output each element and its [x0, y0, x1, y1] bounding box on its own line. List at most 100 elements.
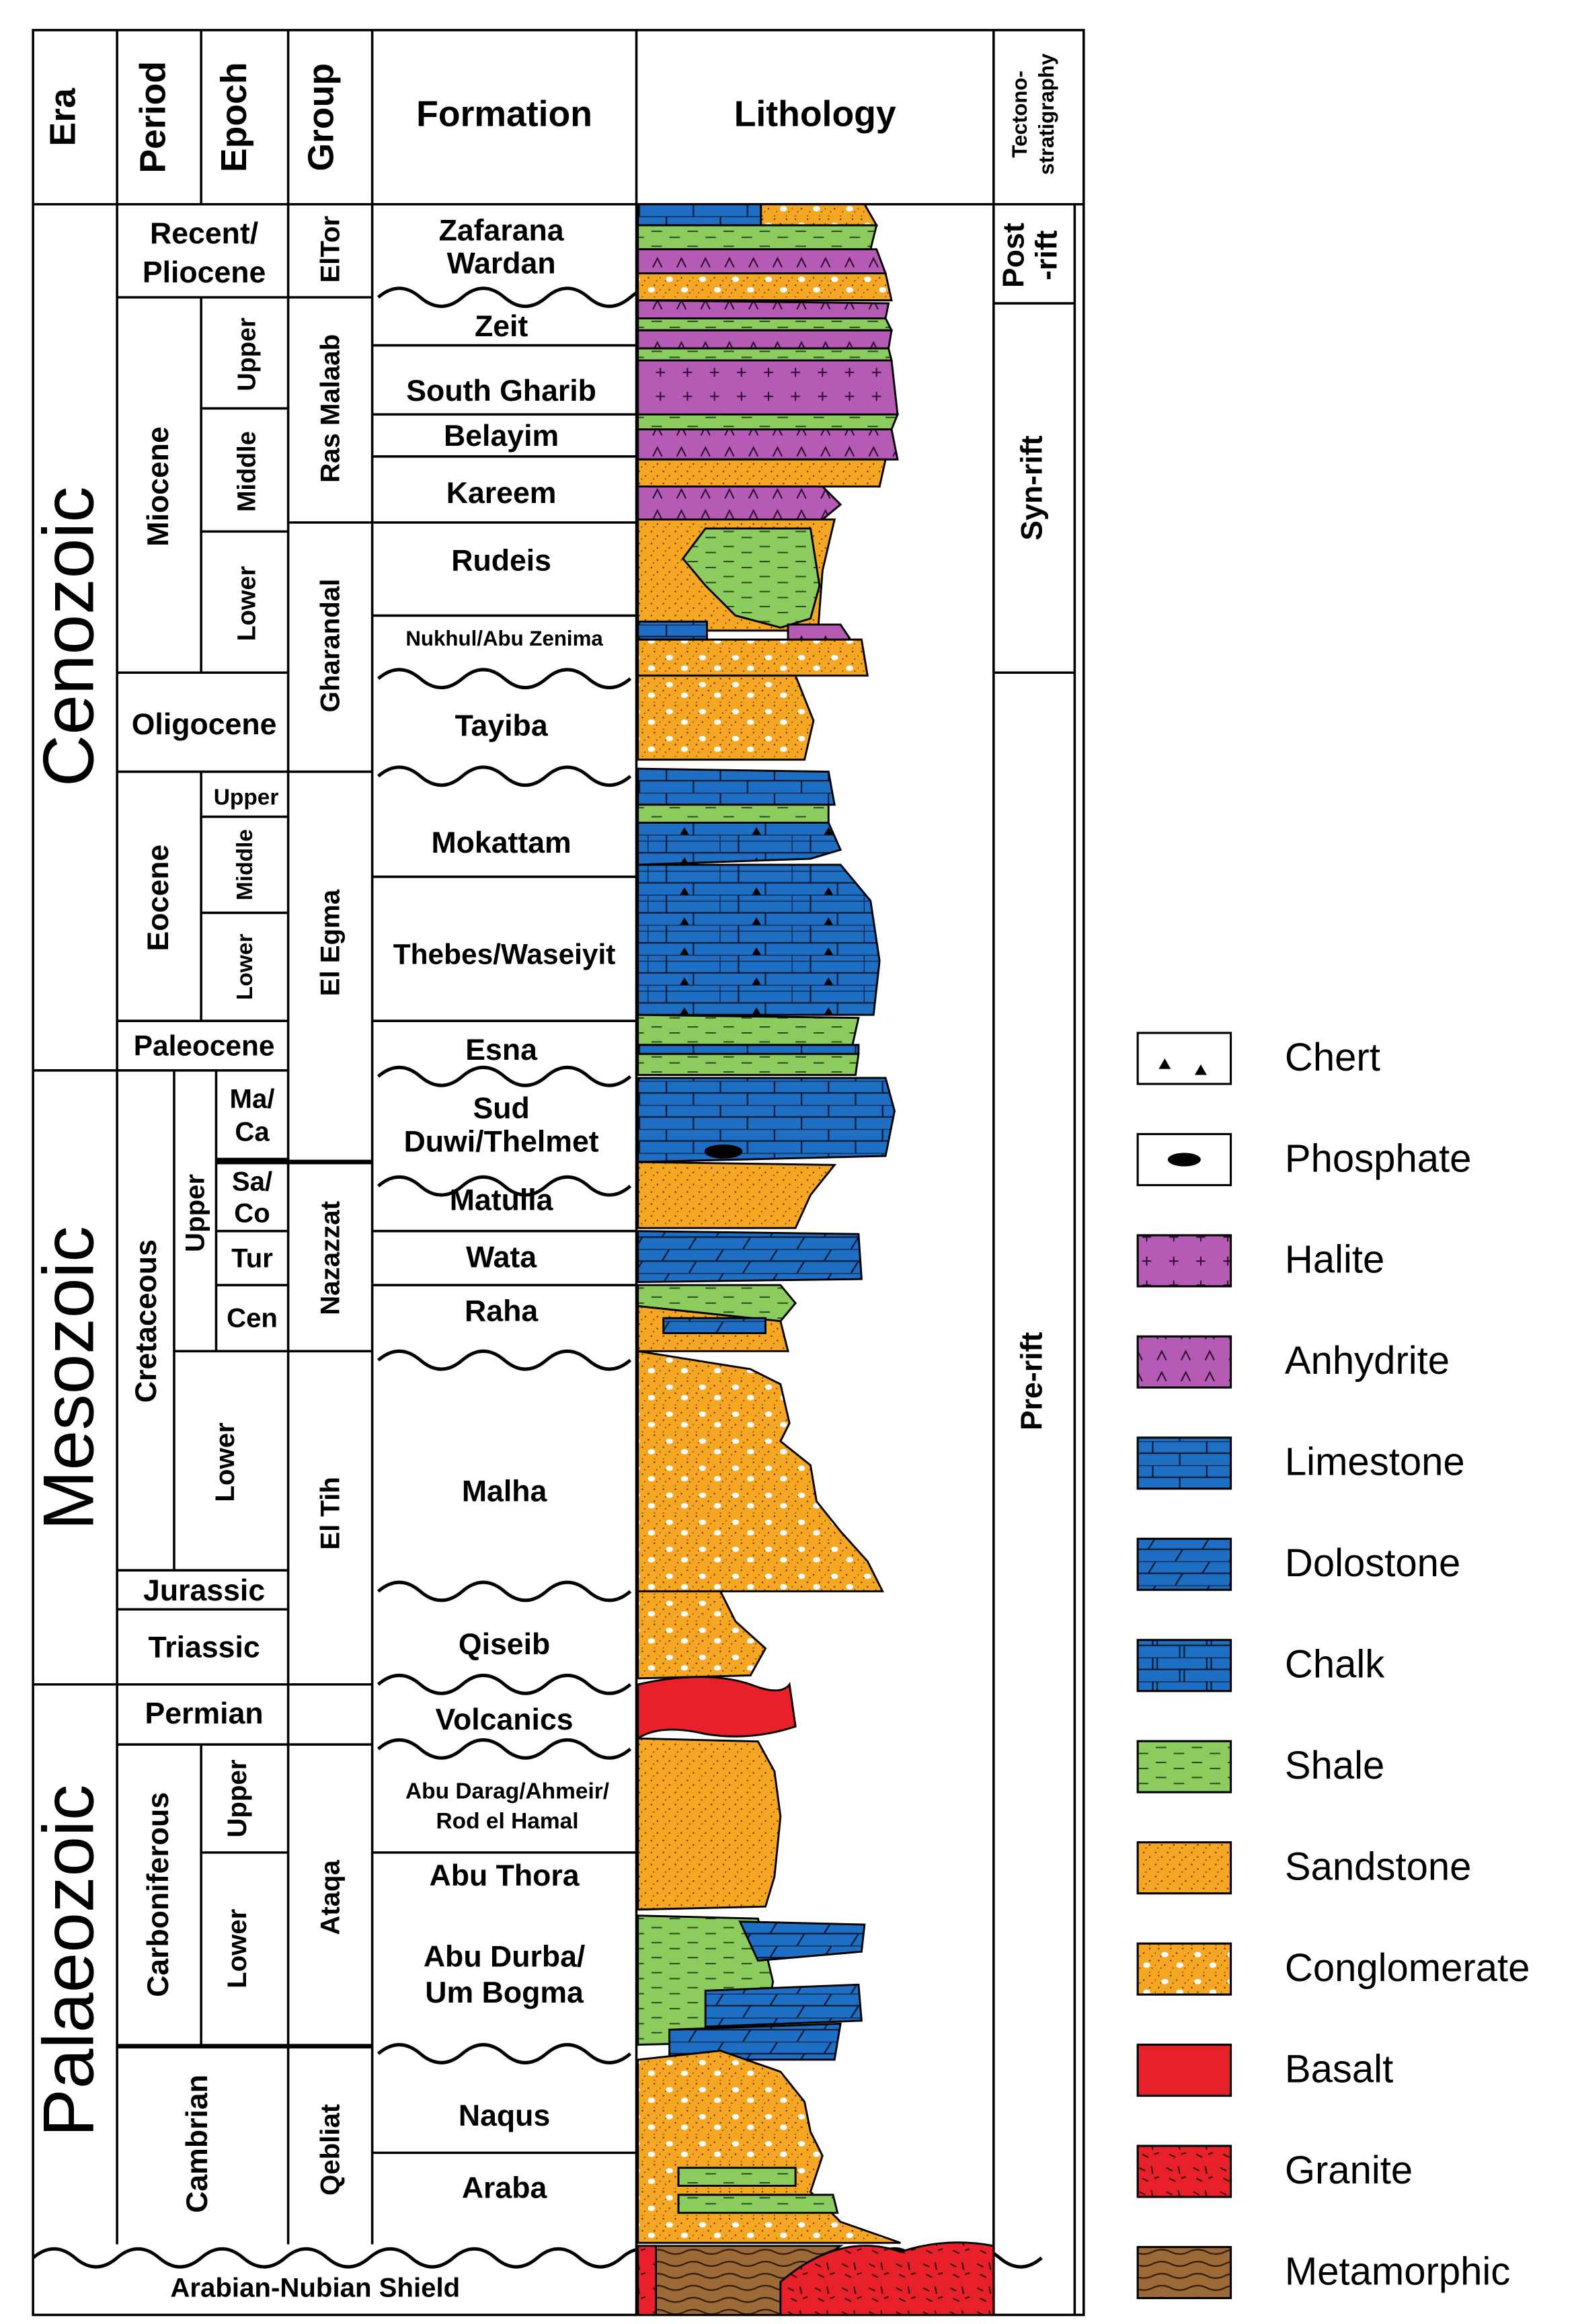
- epoch-carb-upper: Upper: [222, 1759, 252, 1837]
- era-mesozoic: Mesozoic: [28, 1226, 108, 1531]
- legend-item: Sandstone: [1136, 1841, 1472, 1895]
- formation-esna: Esna: [465, 1034, 538, 1067]
- header-period: Period: [134, 61, 173, 173]
- legend-label-granite: Granite: [1285, 2148, 1413, 2192]
- formation-zafarana: Zafarana: [439, 214, 565, 247]
- header-group: Group: [302, 63, 342, 171]
- litho-mokattam-shale: [637, 804, 830, 824]
- header-row: Era Period Epoch Group Formation Litholo…: [44, 53, 1059, 175]
- era-lines: [33, 1069, 118, 1686]
- legend-swatch-halite: [1136, 1234, 1232, 1288]
- formation-lines: [372, 344, 637, 2155]
- litho-belayim-shale: [637, 413, 900, 431]
- formation-south-gharib: South Gharib: [406, 375, 596, 408]
- litho-zeit-shale: [637, 317, 894, 332]
- epoch-eocene-middle: Middle: [233, 829, 258, 900]
- legend-item: Limestone: [1136, 1436, 1465, 1490]
- period-triassic: Triassic: [148, 1631, 260, 1664]
- epoch-eocene-lower: Lower: [233, 934, 258, 1001]
- group-gharandal: Gharandal: [315, 579, 346, 713]
- formation-volcanics: Volcanics: [436, 1703, 574, 1736]
- litho-abudarag-sand: [637, 1737, 782, 1911]
- tectono-labels: Post -rift Syn-rift Pre-rift: [997, 223, 1063, 1430]
- formation-naqus: Naqus: [459, 2099, 550, 2132]
- epoch-cen: Cen: [227, 1303, 278, 1333]
- formation-abu-darag-2: Rod el Hamal: [436, 1809, 579, 1834]
- formation-wata: Wata: [466, 1241, 537, 1274]
- formation-nukhul: Nukhul/Abu Zenima: [405, 627, 603, 650]
- period-carboniferous: Carboniferous: [142, 1792, 175, 1997]
- formation-shield: Arabian-Nubian Shield: [170, 2273, 460, 2303]
- epoch-eocene-upper: Upper: [214, 785, 279, 810]
- group-nazazzat: Nazazzat: [315, 1201, 346, 1315]
- legend-label-anhydrite: Anhydrite: [1285, 1339, 1450, 1383]
- formation-kareem: Kareem: [446, 477, 557, 510]
- formation-qiseib: Qiseib: [459, 1628, 550, 1661]
- litho-nukhul-limestone: [637, 620, 708, 641]
- legend-swatch-sandstone: [1136, 1841, 1232, 1895]
- epoch-carb-lower: Lower: [222, 1908, 252, 1988]
- formation-wardan: Wardan: [447, 247, 556, 280]
- legend-swatch-anhydrite: [1136, 1335, 1232, 1389]
- legend-label-metamorphic: Metamorphic: [1285, 2249, 1510, 2293]
- formation-rudeis: Rudeis: [451, 544, 551, 577]
- header-formation: Formation: [416, 95, 592, 134]
- legend-label-basalt: Basalt: [1285, 2047, 1393, 2091]
- legend-swatch-granite: [1136, 2144, 1232, 2198]
- litho-nukhul-cong: [637, 638, 869, 677]
- group-eltih: El Tih: [315, 1477, 346, 1550]
- legend-swatch-shale: [1136, 1740, 1232, 1793]
- tectono-post-2: -rift: [1031, 230, 1064, 280]
- legend-label-halite: Halite: [1285, 1238, 1384, 1282]
- legend-swatch-limestone: [1136, 1436, 1232, 1490]
- legend-item: Basalt: [1136, 2044, 1393, 2097]
- formation-araba: Araba: [462, 2171, 548, 2204]
- formation-malha: Malha: [462, 1475, 548, 1508]
- litho-tayiba-sand: [637, 674, 815, 761]
- header-epoch: Epoch: [214, 62, 254, 172]
- formation-zeit: Zeit: [475, 310, 528, 343]
- period-pliocene: Pliocene: [143, 256, 266, 289]
- legend-item: Granite: [1136, 2144, 1413, 2198]
- tectono-syn: Syn-rift: [1015, 435, 1048, 540]
- legend-swatch-conglomerate: [1136, 1942, 1232, 1996]
- legend-item: Anhydrite: [1136, 1335, 1450, 1389]
- chert-symbol: [1194, 1064, 1207, 1075]
- legend-item: Chalk: [1136, 1639, 1385, 1693]
- litho-zeit-shale2: [637, 347, 893, 362]
- header-era: Era: [44, 87, 83, 147]
- group-qebliat: Qebliat: [315, 2104, 346, 2196]
- epoch-miocene-middle: Middle: [233, 431, 262, 512]
- formation-tayiba: Tayiba: [455, 709, 549, 742]
- legend: ChertPhosphateHaliteAnhydriteLimestoneDo…: [1136, 1032, 1530, 2300]
- litho-matulla-sand: [637, 1161, 837, 1229]
- legend-item: Dolostone: [1136, 1537, 1460, 1591]
- legend-label-phosphate: Phosphate: [1285, 1136, 1472, 1180]
- litho-phosphate-nodule: [704, 1144, 743, 1159]
- litho-belayim-anhydrite: [637, 428, 899, 461]
- period-labels: Recent/ Pliocene Miocene Oligocene Eocen…: [130, 217, 276, 2213]
- epoch-saco-2: Co: [234, 1198, 270, 1228]
- litho-wardan-anhydrite: [637, 248, 888, 274]
- period-epoch-lines: [117, 296, 372, 2049]
- period-permian: Permian: [145, 1697, 264, 1730]
- phosphate-symbol: [1167, 1153, 1201, 1167]
- formation-belayim: Belayim: [444, 420, 559, 453]
- litho-southgharib-halite: [637, 359, 899, 416]
- formation-abu-durba-1: Abu Durba/: [424, 1941, 585, 1974]
- legend-label-sandstone: Sandstone: [1285, 1845, 1472, 1889]
- period-eocene: Eocene: [142, 845, 175, 952]
- legend-label-conglomerate: Conglomerate: [1285, 1946, 1530, 1990]
- group-rasmalaab: Ras Malaab: [315, 334, 346, 483]
- litho-araba-shale2: [677, 2194, 839, 2214]
- epoch-miocene-upper: Upper: [233, 317, 262, 391]
- period-cretaceous: Cretaceous: [130, 1239, 163, 1403]
- period-jurassic: Jurassic: [143, 1574, 265, 1607]
- epoch-maca-2: Ca: [235, 1117, 270, 1147]
- formation-abu-thora: Abu Thora: [430, 1859, 580, 1892]
- legend-item: Phosphate: [1136, 1132, 1472, 1186]
- era-labels: Cenozoic Mesozoic Palaeozoic: [28, 486, 108, 2136]
- period-recent: Recent/: [150, 217, 258, 250]
- legend-label-chert: Chert: [1285, 1036, 1380, 1079]
- tectono-post-1: Post: [997, 223, 1030, 288]
